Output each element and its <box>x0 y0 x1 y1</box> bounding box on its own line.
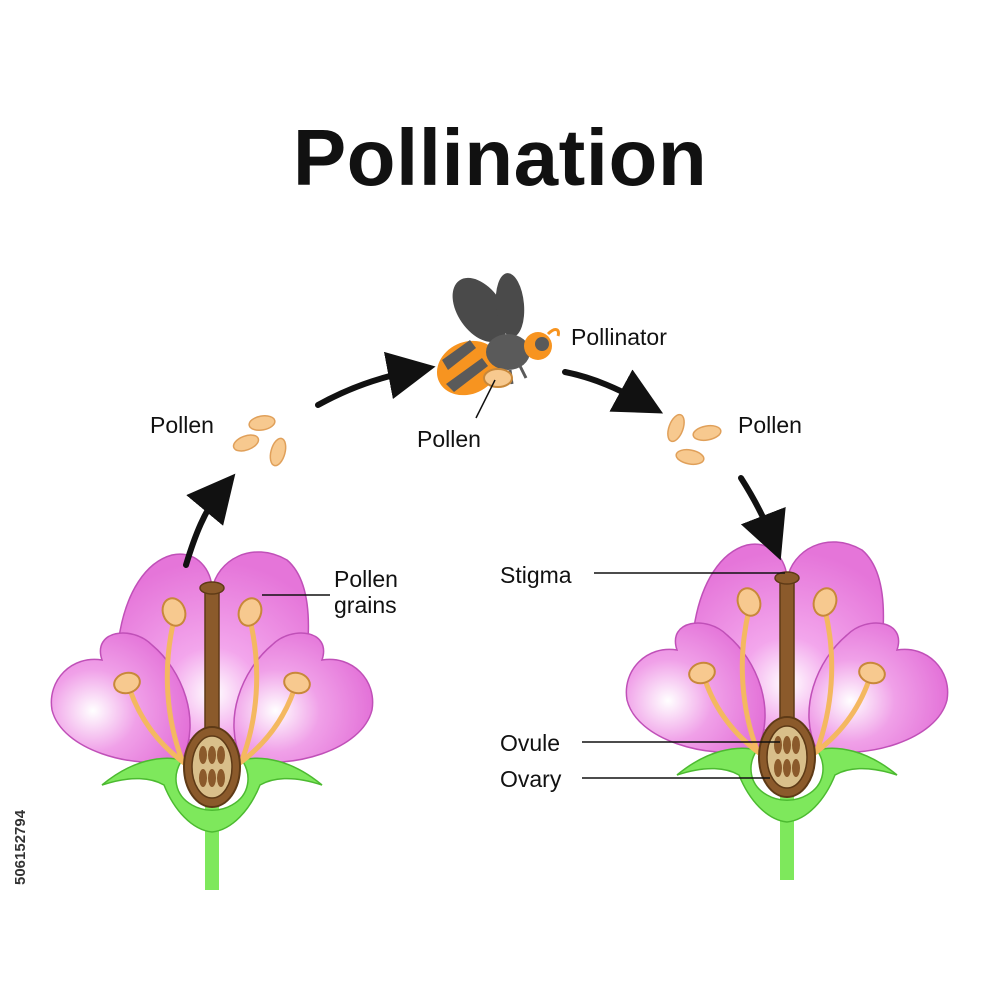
pollen-grains-line1: Pollen <box>334 566 398 592</box>
pollen-right-cluster <box>667 413 722 466</box>
pollen-grains-label: Pollen grains <box>334 566 398 618</box>
pollen-right-label: Pollen <box>738 412 802 438</box>
stock-id: 506152794 <box>12 809 29 885</box>
ovule-label: Ovule <box>500 730 561 756</box>
page-title: Pollination <box>292 113 708 202</box>
pollen-grains-line2: grains <box>334 592 397 618</box>
pollinator-label: Pollinator <box>571 324 667 350</box>
left-flower-icon <box>51 552 372 890</box>
right-flower-icon <box>626 542 947 880</box>
pollen-left-cluster <box>232 414 287 467</box>
bee-icon <box>436 273 560 396</box>
pollen-bee-label: Pollen <box>417 426 481 452</box>
stigma-label: Stigma <box>500 562 572 588</box>
pollen-left-label: Pollen <box>150 412 214 438</box>
ovary-label: Ovary <box>500 766 562 792</box>
arrow-icon <box>183 351 786 568</box>
